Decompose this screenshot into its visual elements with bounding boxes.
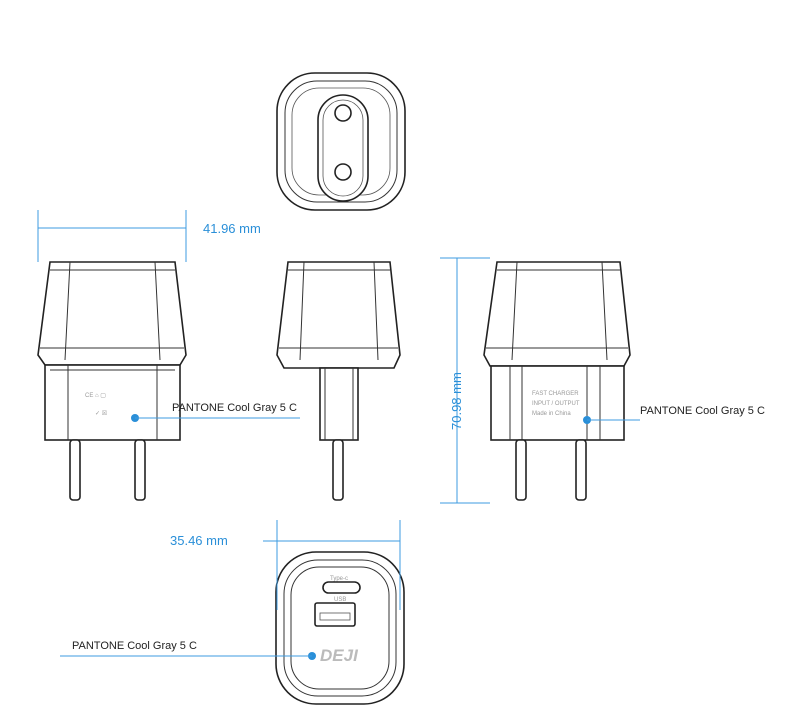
bottom-view: Type-c USB DEJI bbox=[275, 551, 405, 705]
svg-text:✓ ☒: ✓ ☒ bbox=[95, 410, 107, 417]
left-color-label: PANTONE Cool Gray 5 C bbox=[172, 402, 297, 414]
svg-text:FAST CHARGER: FAST CHARGER bbox=[532, 391, 579, 397]
right-side-view: FAST CHARGER INPUT / OUTPUT Made in Chin… bbox=[483, 261, 631, 501]
usb-label: USB bbox=[334, 597, 346, 603]
callout-left: PANTONE Cool Gray 5 C bbox=[131, 402, 300, 422]
deji-logo: DEJI bbox=[320, 646, 359, 665]
width-label: 41.96 mm bbox=[203, 221, 261, 236]
callout-bottom: PANTONE Cool Gray 5 C bbox=[60, 640, 316, 660]
callout-right: PANTONE Cool Gray 5 C bbox=[583, 405, 765, 424]
svg-text:INPUT / OUTPUT: INPUT / OUTPUT bbox=[532, 401, 580, 407]
dimension-width: 41.96 mm bbox=[37, 210, 261, 262]
svg-text:CE ⌂ ▢: CE ⌂ ▢ bbox=[85, 393, 106, 399]
svg-text:Made in China: Made in China bbox=[532, 411, 571, 417]
left-side-view: CE ⌂ ▢ ✓ ☒ bbox=[37, 261, 187, 501]
right-color-label: PANTONE Cool Gray 5 C bbox=[640, 405, 765, 417]
usb-port bbox=[314, 602, 356, 627]
bottom-color-label: PANTONE Cool Gray 5 C bbox=[72, 640, 197, 652]
dimension-depth: 35.46 mm bbox=[170, 520, 401, 610]
dimension-height: 70.98 mm bbox=[440, 257, 490, 504]
height-label: 70.98 mm bbox=[449, 372, 464, 430]
front-view bbox=[276, 261, 401, 501]
depth-label: 35.46 mm bbox=[170, 533, 228, 548]
typec-port bbox=[322, 581, 361, 594]
typec-label: Type-c bbox=[330, 576, 348, 582]
top-view bbox=[276, 72, 406, 211]
